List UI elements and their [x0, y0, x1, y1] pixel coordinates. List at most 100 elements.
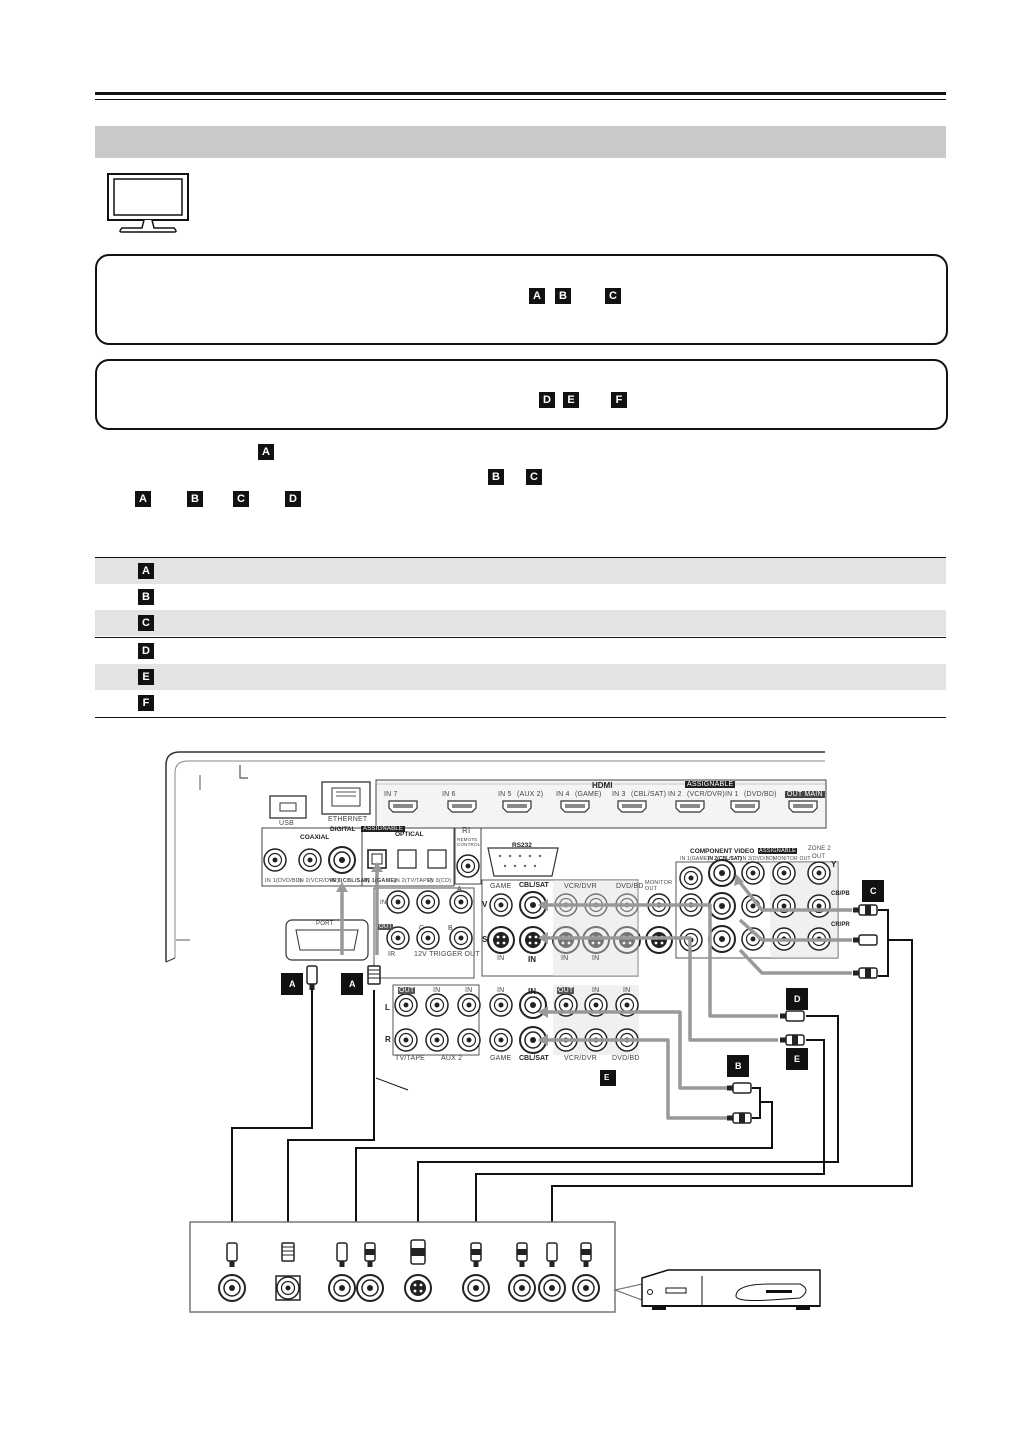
hdmi-in1-sub: (DVD/BD) [744, 791, 777, 798]
optical-label: OPTICAL [395, 831, 424, 838]
badge: E [138, 669, 154, 685]
aux2-label: AUX 2 [441, 1055, 463, 1062]
in-label-dvd: IN [592, 955, 600, 962]
opt-in2: IN 2(TV/TAPE) [394, 878, 433, 884]
trigger-b-label: B [448, 925, 453, 932]
coaxial-label: COAXIAL [300, 834, 330, 841]
rs232-label: RS232 [512, 842, 532, 849]
info-box-1: A B C [95, 254, 948, 345]
badge: A [529, 288, 545, 304]
vcr-dvr-audio-label: VCR/DVR [564, 1055, 597, 1062]
badge: A [258, 444, 274, 460]
badge: F [138, 695, 154, 711]
table-row: F [95, 690, 946, 716]
trigger-c-label: C [419, 925, 425, 932]
cbl-sat-audio-label: CBL/SAT [519, 1055, 549, 1062]
cr-label: CR/PR [831, 922, 850, 928]
zone2-out-label: OUT [812, 854, 826, 860]
game-label: GAME [490, 883, 512, 890]
badge: C [138, 615, 154, 631]
cbl-sat-label: CBL/SAT [519, 882, 549, 889]
connection-diagram [165, 751, 913, 1313]
remote-control-label: REMOTE CONTROL [457, 837, 481, 847]
diagram-badge: A [349, 979, 356, 989]
info-box-2: D E F [95, 359, 948, 430]
badge: B [488, 469, 504, 485]
s-label: S [482, 935, 488, 944]
table-rule-mid [95, 637, 946, 638]
coax-in1: IN 1(DVD/BD) [265, 878, 302, 884]
ethernet-label: ETHERNET [328, 816, 368, 823]
audio-in-game2: IN [497, 987, 505, 994]
hdmi-in1: IN 1 [725, 791, 739, 798]
game-audio-label: GAME [490, 1055, 512, 1062]
ir-in-label: IN [380, 900, 387, 906]
opt-in1: IN 1(GAME) [364, 878, 397, 884]
cb-label: CB/PB [831, 891, 850, 897]
component-assignable-label: ASSIGNABLE [758, 848, 797, 854]
dvd-bd-audio-label: DVD/BD [612, 1055, 640, 1062]
comp-in1: IN 1(GAME) [680, 856, 710, 862]
hdmi-assignable-label: ASSIGNABLE [685, 781, 736, 788]
ir-out-label: OUT [378, 924, 394, 930]
monitor-out-label: MONITOR OUT [645, 880, 673, 892]
hdmi-label: HDMI [592, 781, 613, 790]
badge: A [138, 563, 154, 579]
v-label: V [482, 900, 488, 909]
hdmi-in7: IN 7 [384, 791, 398, 798]
digital-label: DIGITAL [330, 826, 356, 833]
y-label: Y [831, 860, 837, 869]
audio-r-label: R [385, 1035, 391, 1044]
audio-in-game: IN [465, 987, 473, 994]
hdmi-in5: IN 5 [498, 791, 512, 798]
table-row: E [95, 664, 946, 690]
hdmi-in6: IN 6 [442, 791, 456, 798]
badge: D [539, 392, 555, 408]
component-video-label: COMPONENT VIDEO [690, 848, 755, 855]
section-title-bar [95, 126, 946, 158]
port-label: PORT [316, 921, 334, 927]
badge: C [526, 469, 542, 485]
trigger-label: 12V TRIGGER OUT [414, 951, 480, 958]
coax-in2: IN 2(VCR/DVR) [298, 878, 340, 884]
ir-label: IR [388, 951, 396, 958]
audio-out-label: OUT [398, 987, 416, 994]
diagram-badge: C [870, 886, 877, 896]
comp-in2: IN 2(CBL/SAT) [708, 856, 742, 862]
table-rule-bottom [95, 717, 946, 718]
opt-in3: IN 3(CD) [428, 878, 452, 884]
in-label-cbl: IN [528, 955, 536, 964]
badge: C [233, 491, 249, 507]
audio-in-aux: IN [433, 987, 441, 994]
badge: D [285, 491, 301, 507]
trigger-a-label: A [457, 886, 462, 893]
vcr-dvr-label: VCR/DVR [564, 883, 597, 890]
audio-in-dvd: IN [623, 987, 631, 994]
header-rule-top [95, 92, 946, 95]
comp-monitor: MONITOR OUT [773, 856, 811, 862]
comp-in3: IN 3(DVD/BD) [741, 856, 775, 862]
audio-in-vcr: IN [592, 987, 600, 994]
ri-label: RI [462, 826, 471, 835]
tv-icon [107, 173, 189, 233]
dvd-bd-label: DVD/BD [616, 883, 644, 890]
diagram-badge: E [604, 1073, 610, 1082]
coax-in3: IN 3(CBL/SAT) [330, 878, 370, 884]
hdmi-in3-sub: (CBL/SAT) [631, 791, 667, 798]
usb-label: USB [279, 820, 294, 827]
hdmi-in4: IN 4 [556, 791, 570, 798]
diagram-badge: B [735, 1061, 742, 1071]
audio-l-label: L [385, 1003, 390, 1012]
badge: B [187, 491, 203, 507]
diagram-badge: A [289, 979, 296, 989]
diagram-badge: D [794, 994, 801, 1004]
hdmi-in2: IN 2 [668, 791, 682, 798]
table-row: B [95, 584, 946, 610]
table-row: D [95, 638, 946, 664]
set-top-box-icon [641, 1269, 821, 1310]
diagram-badge: E [794, 1054, 801, 1064]
audio-out-vcr: OUT [557, 987, 575, 994]
hdmi-in4-sub: (GAME) [575, 791, 602, 798]
zone2-label: ZONE 2 [808, 846, 831, 852]
hdmi-in5-sub: (AUX 2) [517, 791, 544, 798]
